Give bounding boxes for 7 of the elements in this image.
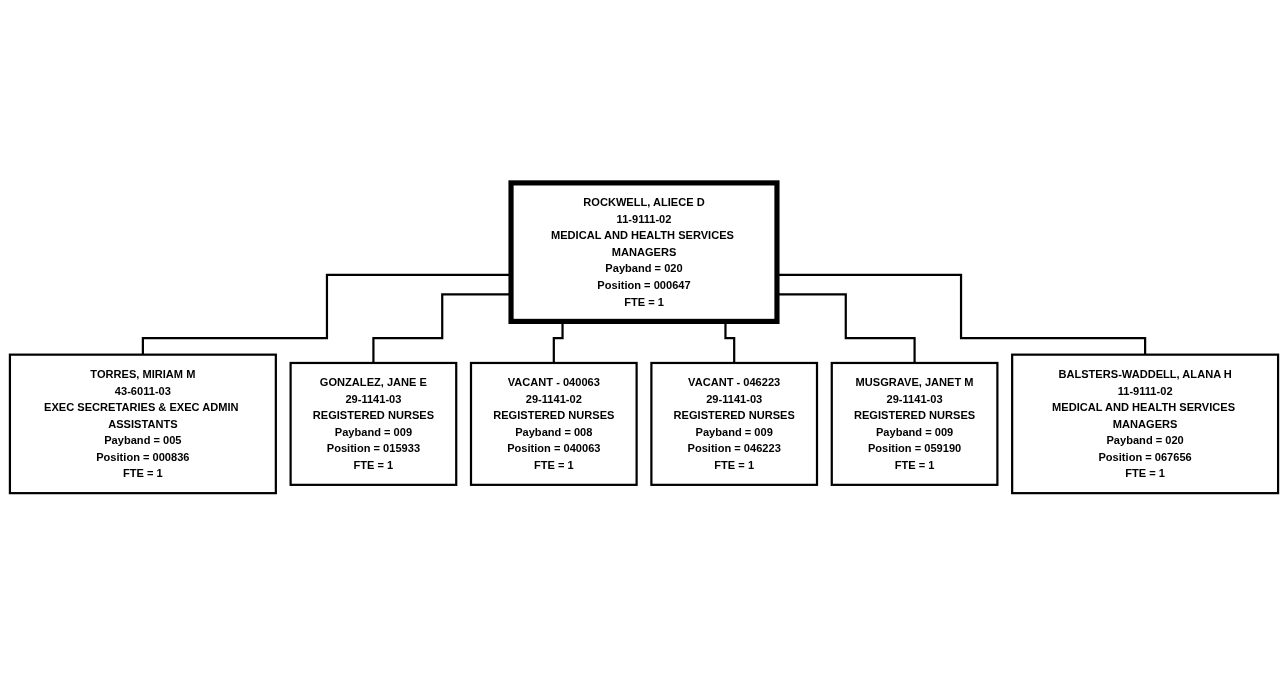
node-box: MUSGRAVE, JANET M 29-1141-03 REGISTERED NURSES Payband = 009 Position = 059190 FTE = 1 xyxy=(830,362,999,487)
node-box: ROCKWELL, ALIECE D 11-9111-02 MEDICAL AND HEALTH SERVICES MANAGERS Payband = 020 Position = 000647 FTE = 1 xyxy=(508,180,780,325)
node-box: VACANT - 046223 29-1141-03 REGISTERED NURSES Payband = 009 Position = 046223 FTE = 1 xyxy=(650,362,819,487)
node-box: GONZALEZ, JANE E 29-1141-03 REGISTERED NURSES Payband = 009 Position = 015933 FTE = 1 xyxy=(289,362,458,487)
node-box: TORRES, MIRIAM M 43-6011-03 EXEC SECRETARIES & EXEC ADMIN ASSISTANTS Payband = 005 Position = 000836 FTE = 1 xyxy=(8,354,277,495)
node-box: BALSTERS-WADDELL, ALANA H 11-9111-02 MEDICAL AND HEALTH SERVICES MANAGERS Payband = 020 Position = 067656 FTE = 1 xyxy=(1011,354,1280,495)
node-box: VACANT - 040063 29-1141-02 REGISTERED NURSES Payband = 008 Position = 040063 FTE = 1 xyxy=(469,362,638,487)
